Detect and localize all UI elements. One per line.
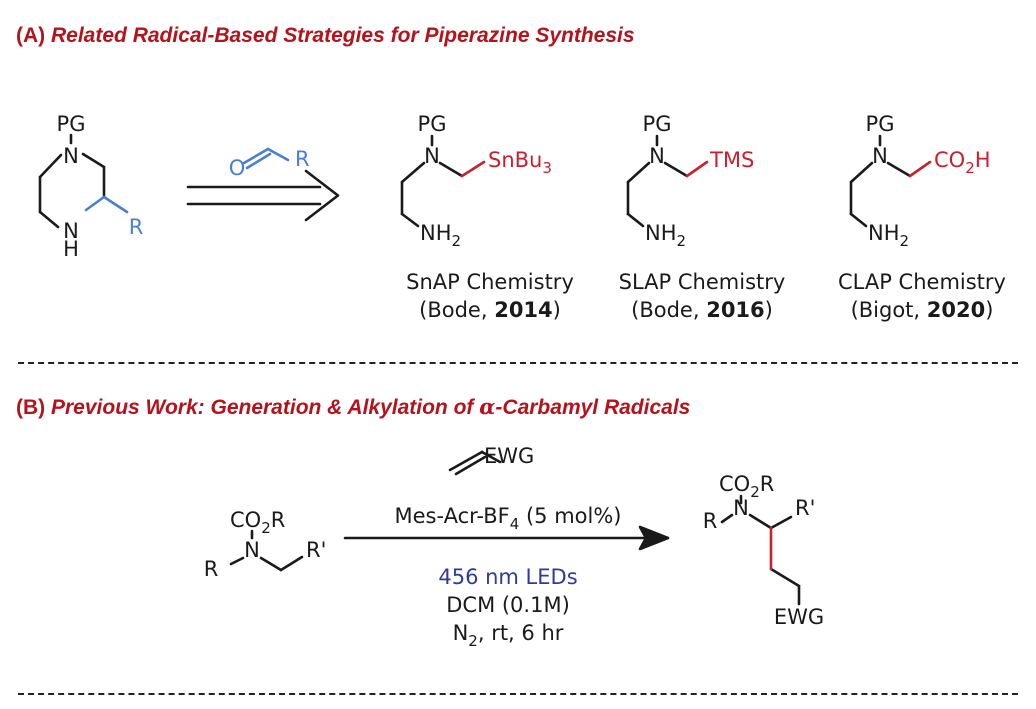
reagent-1-group: SnBu3 <box>488 148 552 177</box>
reagent-1-amine: NH2 <box>420 221 461 250</box>
reagent-3-caption: CLAP Chemistry (Bigot, 2020) <box>812 268 1032 324</box>
start-n: N <box>244 538 260 562</box>
reagent-3-pg: PG <box>866 112 895 136</box>
reagent-1-skeleton <box>400 134 464 228</box>
reagent-3-citation: (Bigot, 2020) <box>850 298 994 322</box>
reagent-1-pg: PG <box>418 112 447 136</box>
section-divider-2 <box>18 693 1018 695</box>
reagent-2-citation: (Bode, 2016) <box>631 298 773 322</box>
product-rprime: R' <box>795 496 815 520</box>
reaction-arrow <box>343 525 670 551</box>
piperazine-h: H <box>63 237 79 261</box>
start-co2r: CO2R <box>230 508 285 537</box>
start-r: R <box>204 557 219 581</box>
reagent-2-caption: SLAP Chemistry (Bode, 2016) <box>592 268 812 324</box>
reagent-3-skeleton <box>849 134 912 228</box>
product-n: N <box>733 496 749 520</box>
product-ewg: EWG <box>774 605 824 629</box>
piperazine-pg: PG <box>57 112 86 136</box>
aldehyde-r: R <box>295 147 310 171</box>
section-b-label: (B) <box>16 396 46 419</box>
reagent-1-name: SnAP Chemistry <box>406 270 574 294</box>
section-b-title-text: Previous Work: Generation & Alkylation o… <box>51 396 480 419</box>
alkene-ewg: EWG <box>484 444 534 468</box>
product-r: R <box>703 509 718 533</box>
section-a-title: (A) Related Radical-Based Strategies for… <box>16 24 635 48</box>
piperazine-n-bottom: N <box>63 219 79 243</box>
condition-catalyst: Mes-Acr-BF4 (5 mol%) <box>395 504 622 533</box>
reagent-2-n: N <box>649 144 665 168</box>
reagent-2-pg: PG <box>643 112 672 136</box>
reagent-3-group: CO2H <box>934 148 991 177</box>
reagent-2-name: SLAP Chemistry <box>618 270 786 294</box>
product-co2r: CO2R <box>719 472 774 501</box>
condition-atmosphere: N2, rt, 6 hr <box>453 621 564 650</box>
retrosynthesis-arrow <box>186 169 340 222</box>
reagent-3-name: CLAP Chemistry <box>838 270 1006 294</box>
starting-material-skeleton <box>229 529 304 572</box>
section-divider-1 <box>18 362 1018 364</box>
section-b-title: (B) Previous Work: Generation & Alkylati… <box>16 394 690 420</box>
reagent-1-n: N <box>424 144 440 168</box>
reagent-2-amine: NH2 <box>645 221 686 250</box>
piperazine-r: R <box>129 215 144 239</box>
reagent-3-n: N <box>872 144 888 168</box>
product-skeleton <box>720 494 801 606</box>
alpha-symbol: α <box>479 394 496 419</box>
reagent-2-group: TMS <box>709 148 754 172</box>
new-bonds-blue <box>84 147 290 214</box>
condition-light: 456 nm LEDs <box>438 565 577 589</box>
section-a-label: (A) <box>16 24 46 47</box>
piperazine-ring <box>38 133 106 229</box>
new-bonds-red <box>460 160 932 571</box>
section-b-title-tail: -Carbamyl Radicals <box>495 396 691 419</box>
aldehyde-o: O <box>229 156 246 180</box>
start-rprime: R' <box>306 538 326 562</box>
condition-solvent: DCM (0.1M) <box>446 593 570 617</box>
reagent-2-skeleton <box>626 134 689 228</box>
reagent-3-amine: NH2 <box>868 221 909 250</box>
section-a-title-text: Related Radical-Based Strategies for Pip… <box>51 24 635 47</box>
reagent-1-caption: SnAP Chemistry (Bode, 2014) <box>380 268 600 324</box>
alkene-skeleton <box>448 450 502 476</box>
reagent-1-citation: (Bode, 2014) <box>419 298 561 322</box>
piperazine-n-top: N <box>63 144 79 168</box>
